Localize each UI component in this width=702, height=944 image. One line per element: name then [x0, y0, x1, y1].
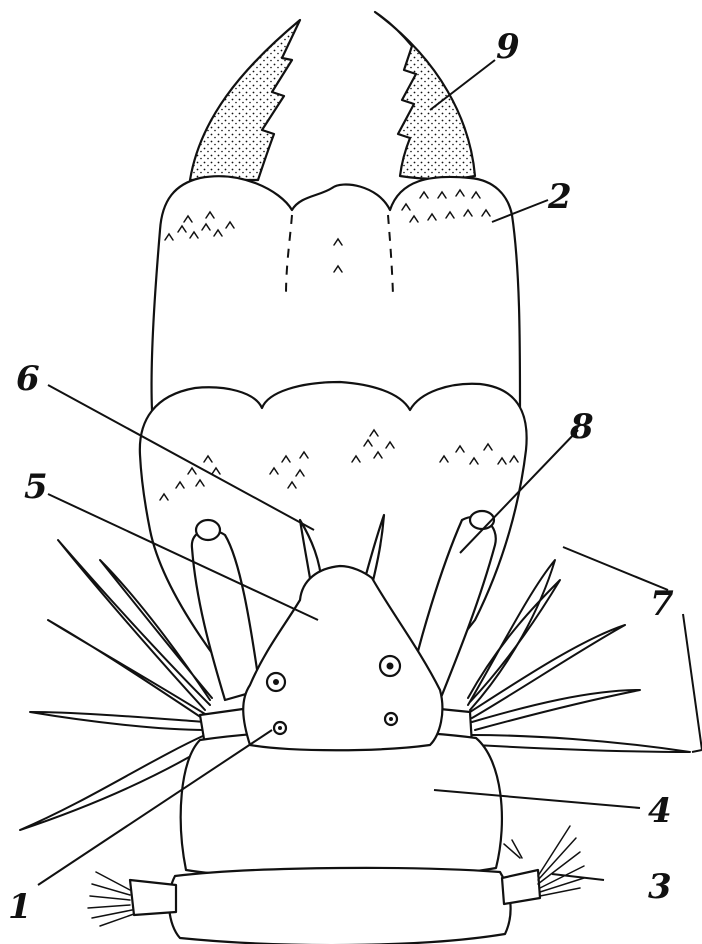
- label-1: 1: [8, 887, 32, 927]
- label-9: 9: [496, 27, 520, 67]
- left-tuft: [88, 872, 134, 926]
- mandibles: [190, 12, 475, 180]
- label-8: 8: [569, 407, 594, 447]
- label-4: 4: [648, 791, 672, 831]
- right-mandible: [375, 12, 475, 179]
- label-2: 2: [547, 177, 572, 217]
- label-6: 6: [16, 359, 40, 399]
- body-segment: [181, 731, 502, 879]
- posterior-segment-outline: [169, 868, 511, 944]
- left-mandible: [190, 20, 300, 180]
- head-front-segment: [152, 176, 520, 410]
- label-7: 7: [650, 584, 674, 624]
- left-antenna-tip: [196, 520, 220, 540]
- label-3: 3: [648, 867, 672, 907]
- label-5: 5: [24, 467, 48, 507]
- head-front-outline: [152, 176, 520, 410]
